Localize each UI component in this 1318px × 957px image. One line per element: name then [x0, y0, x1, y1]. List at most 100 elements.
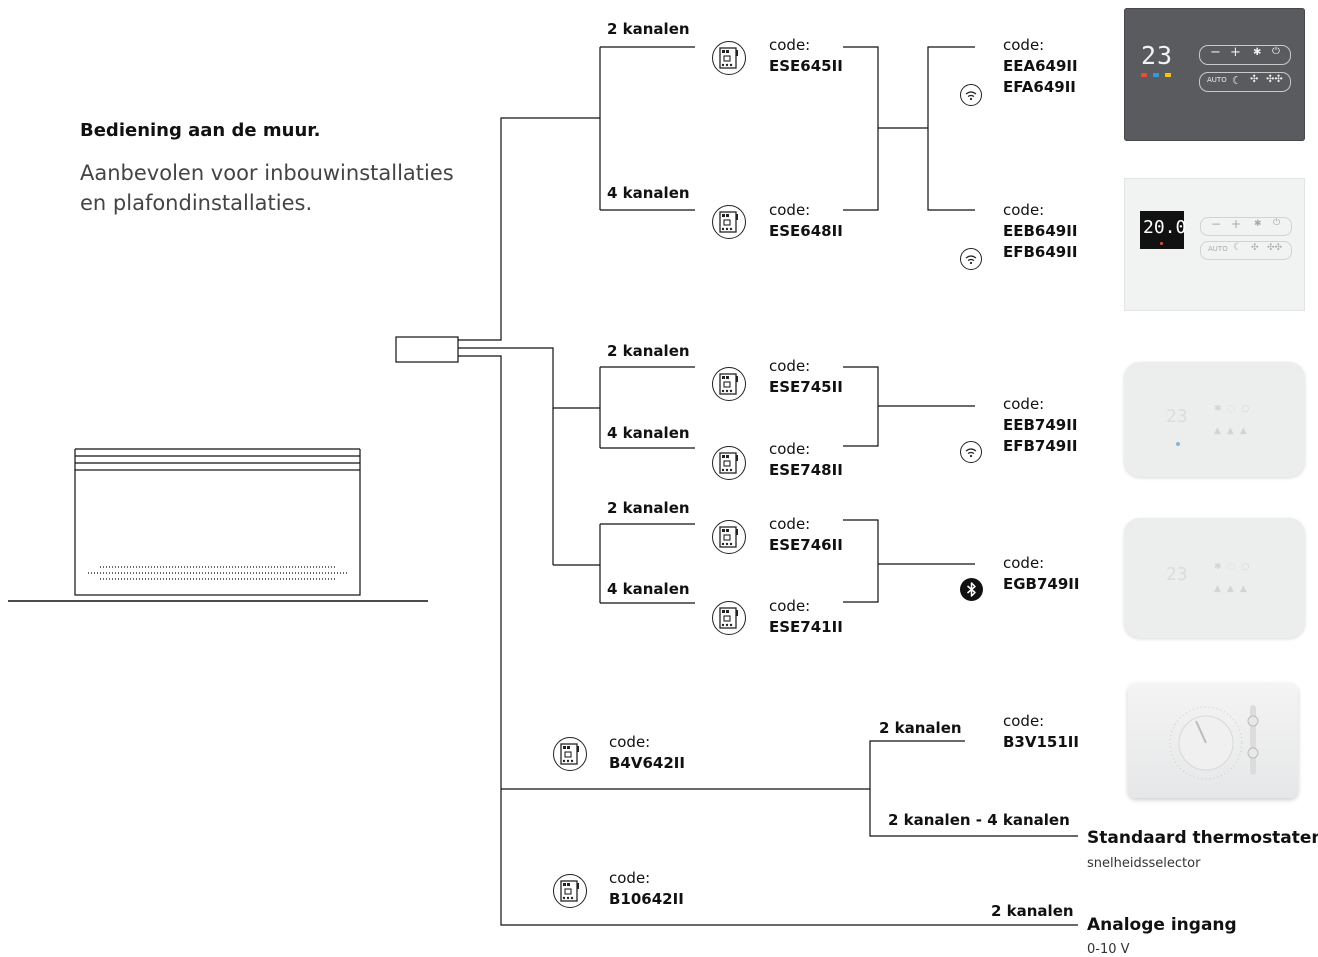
display-window: 20.0 — [1140, 211, 1187, 249]
auto-label: AUTO — [1207, 76, 1227, 84]
wifi-icon — [960, 248, 982, 270]
module-icon — [712, 367, 746, 401]
module-code: code:ESE741II — [769, 597, 843, 636]
analog-input-title: Analoge ingang — [1087, 915, 1237, 935]
thermostat-touch-panel-bt: 23 ✱◌○ ▲▲▲ — [1124, 518, 1305, 638]
thermostat-code: code:B3V151II — [1003, 712, 1079, 751]
module-code: code:ESE745II — [769, 357, 843, 396]
channel-label-4: 4 kanalen — [607, 580, 690, 598]
module-code: code:B4V642II — [609, 733, 685, 772]
minus-button: − — [1211, 217, 1222, 231]
module-code: code:ESE645II — [769, 36, 843, 75]
analog-input-subtitle: 0-10 V — [1087, 942, 1130, 957]
fan-icon: ✣ — [1250, 74, 1259, 85]
wifi-glyph — [965, 448, 977, 458]
channel-label-4: 4 kanalen — [607, 184, 690, 202]
channel-label-2: 2 kanalen — [879, 719, 962, 737]
module-code: code:ESE748II — [769, 440, 843, 479]
top-button-bar: − + ✱ ⏻ — [1199, 45, 1291, 65]
intro-title: Bediening aan de muur. — [80, 120, 321, 141]
wifi-glyph — [965, 91, 977, 101]
wifi-icon — [960, 441, 982, 463]
power-icon: ⏻ — [1272, 46, 1280, 57]
channel-label-2: 2 kanalen — [607, 342, 690, 360]
module-code-value: B4V642II — [609, 754, 685, 772]
module-code: code:B10642II — [609, 869, 684, 908]
circuit-board-glyph — [719, 526, 738, 548]
intro-line-2: en plafondinstallaties. — [80, 191, 313, 215]
touch-icons-bottom: ▲▲▲ — [1214, 584, 1253, 594]
module-code: code:ESE746II — [769, 515, 843, 554]
minus-button: − — [1210, 45, 1221, 60]
thermostat-touch-panel: 23 ✱◌○ ▲▲▲ — [1124, 362, 1305, 477]
touch-icons-bottom: ▲▲▲ — [1214, 426, 1253, 436]
module-icon — [712, 601, 746, 635]
circuit-board-glyph — [719, 373, 738, 395]
status-led — [1160, 242, 1163, 245]
channel-label-2: 2 kanalen — [607, 20, 690, 38]
temperature-display: 23 — [1141, 41, 1174, 70]
temperature-display: 23 — [1166, 564, 1188, 585]
module-code-value: ESE648II — [769, 222, 843, 240]
snowflake-icon: ✱ — [1253, 47, 1262, 58]
temperature-display: 20.0 — [1143, 217, 1187, 238]
channel-label-4: 4 kanalen — [607, 424, 690, 442]
module-icon — [712, 520, 746, 554]
intro-text: Aanbevolen voor inbouwinstallaties en pl… — [80, 158, 500, 218]
circuit-board-glyph — [719, 211, 738, 233]
module-code-value: ESE748II — [769, 461, 843, 479]
status-leds — [1141, 73, 1181, 77]
fan-high-icon: ✣✣ — [1267, 243, 1283, 253]
circuit-board-glyph — [560, 743, 579, 765]
module-icon — [712, 41, 746, 75]
touch-icons-top: ✱◌○ — [1214, 404, 1256, 414]
wifi-icon — [960, 84, 982, 106]
module-code-value: ESE645II — [769, 57, 843, 75]
rotary-dial — [1169, 705, 1259, 780]
circuit-board-glyph — [719, 47, 738, 69]
module-code: code:ESE648II — [769, 201, 843, 240]
status-led — [1176, 442, 1180, 446]
thermostat-light-panel: 20.0 − + ✱ ⏻ AUTO ☾ ✣ ✣✣ — [1124, 178, 1305, 311]
channel-label-2: 2 kanalen — [991, 902, 1074, 920]
fan-icon: ✣ — [1251, 243, 1259, 253]
circuit-board-glyph — [719, 607, 738, 629]
module-code-value: ESE746II — [769, 536, 843, 554]
wifi-glyph — [965, 255, 977, 265]
bluetooth-icon — [960, 578, 983, 601]
top-button-bar: − + ✱ ⏻ — [1200, 217, 1292, 236]
module-code-value: ESE745II — [769, 378, 843, 396]
standard-thermostats-subtitle: snelheidsselector — [1087, 856, 1201, 871]
touch-icons-top: ✱◌○ — [1214, 562, 1256, 572]
channel-label-2-4: 2 kanalen - 4 kanalen — [888, 811, 1070, 829]
module-icon — [553, 737, 587, 771]
thermostat-code: code:EGB749II — [1003, 554, 1080, 593]
bottom-button-bar: AUTO ☾ ✣ ✣✣ — [1200, 241, 1292, 260]
snowflake-icon: ✱ — [1254, 219, 1262, 229]
module-code-value: ESE741II — [769, 618, 843, 636]
module-icon — [553, 874, 587, 908]
rotary-thermostat — [1128, 683, 1298, 798]
plus-button: + — [1231, 217, 1242, 231]
moon-icon: ☾ — [1232, 74, 1242, 87]
circuit-board-glyph — [719, 452, 738, 474]
standard-thermostats-title: Standaard thermostaten — [1087, 828, 1318, 848]
auto-label: AUTO — [1208, 245, 1228, 253]
circuit-board-glyph — [560, 880, 579, 902]
thermostat-dark-panel: 23 − + ✱ ⏻ AUTO ☾ ✣ ✣✣ — [1124, 8, 1305, 141]
bottom-button-bar: AUTO ☾ ✣ ✣✣ — [1199, 72, 1291, 92]
temperature-display: 23 — [1166, 406, 1188, 427]
plus-button: + — [1230, 45, 1241, 60]
power-icon: ⏻ — [1273, 218, 1281, 228]
module-icon — [712, 446, 746, 480]
moon-icon: ☾ — [1233, 242, 1242, 253]
fan-high-icon: ✣✣ — [1266, 74, 1283, 85]
module-icon — [712, 205, 746, 239]
module-code-value: B10642II — [609, 890, 684, 908]
intro-line-1: Aanbevolen voor inbouwinstallaties — [80, 161, 454, 185]
channel-label-2: 2 kanalen — [607, 499, 690, 517]
